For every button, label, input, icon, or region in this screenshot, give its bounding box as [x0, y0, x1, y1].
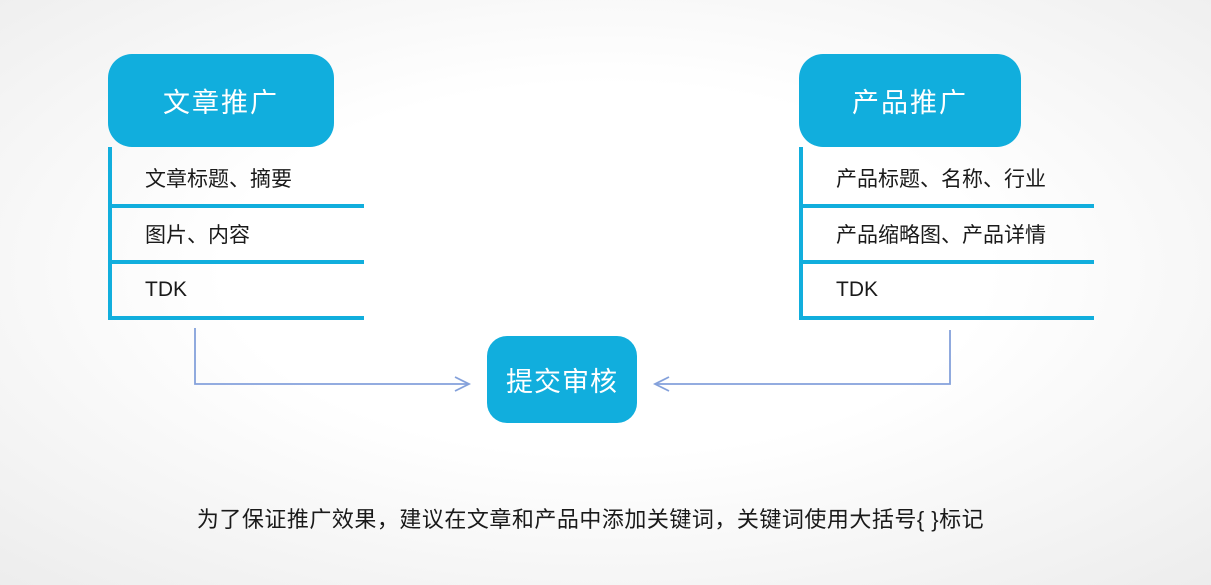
list-item: 文章标题、摘要	[112, 147, 364, 208]
list-item: 产品标题、名称、行业	[803, 147, 1094, 208]
keyword-hint-caption: 为了保证推广效果，建议在文章和产品中添加关键词，关键词使用大括号{ }标记	[196, 507, 985, 532]
list-item: TDK	[803, 264, 1094, 320]
product-promotion-list: 产品标题、名称、行业 产品缩略图、产品详情 TDK	[799, 147, 1094, 320]
list-item: 图片、内容	[112, 208, 364, 264]
right-arrowhead-icon	[454, 376, 472, 392]
left-arrowhead-icon	[652, 376, 670, 392]
left-arrow-connector	[194, 328, 472, 392]
article-promotion-list: 文章标题、摘要 图片、内容 TDK	[108, 147, 364, 320]
list-item: TDK	[112, 264, 364, 320]
right-arrow-connector	[652, 330, 951, 392]
article-promotion-title-box: 文章推广	[108, 54, 334, 147]
submit-review-node: 提交审核	[487, 336, 637, 423]
list-item: 产品缩略图、产品详情	[803, 208, 1094, 264]
product-promotion-title-box: 产品推广	[799, 54, 1021, 147]
